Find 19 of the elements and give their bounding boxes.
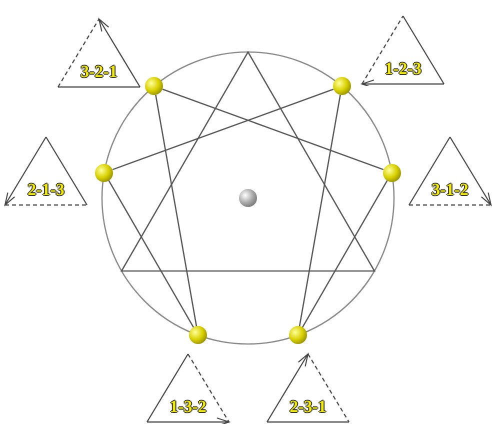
connector-line [112, 88, 334, 170]
point-sphere [95, 164, 114, 182]
center-sphere [239, 189, 257, 207]
point-sphere [382, 164, 401, 182]
point-sphere [332, 77, 351, 96]
point-sphere [145, 77, 164, 96]
connector-line [108, 180, 194, 328]
point-sphere [189, 326, 208, 344]
sequence-label: 3-1-2 [432, 181, 468, 199]
connector-line [302, 180, 388, 328]
sequence-label: 1-2-3 [384, 60, 422, 78]
connector-line [298, 94, 341, 326]
connector-line [162, 88, 384, 170]
connector-line [155, 94, 198, 326]
sequence-label: 2-3-1 [290, 398, 326, 416]
sequence-label: 2-1-3 [28, 181, 64, 199]
sequence-label: 3-2-1 [80, 63, 118, 81]
sequence-label: 1-3-2 [170, 398, 206, 416]
point-sphere [288, 326, 307, 344]
